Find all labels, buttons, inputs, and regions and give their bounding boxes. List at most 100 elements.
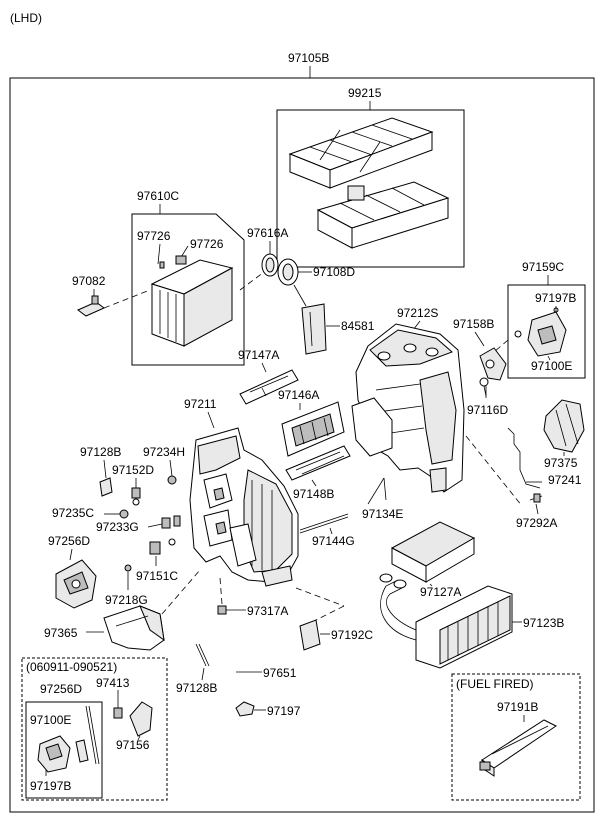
label-97151c: 97151C bbox=[136, 569, 178, 583]
actuator-inner-box bbox=[25, 701, 103, 799]
lever-97158b bbox=[479, 347, 507, 381]
label-97413: 97413 bbox=[96, 676, 130, 690]
actuator-97256d bbox=[55, 559, 97, 609]
door-97147a bbox=[239, 369, 299, 405]
clip-97234h bbox=[167, 475, 177, 485]
label-97365: 97365 bbox=[44, 626, 78, 640]
label-97256d-top: 97256D bbox=[48, 534, 90, 548]
label-97128b-bot: 97128B bbox=[176, 681, 217, 695]
label-97100e-bot: 97100E bbox=[30, 713, 71, 727]
label-97082: 97082 bbox=[72, 274, 106, 288]
label-97191b: 97191B bbox=[497, 700, 538, 714]
link-97192c bbox=[295, 587, 345, 607]
label-97197: 97197 bbox=[267, 704, 301, 718]
label-97146a: 97146A bbox=[278, 388, 319, 402]
label-97233g: 97233G bbox=[96, 520, 139, 534]
assembly-frame bbox=[9, 77, 595, 813]
label-97123b: 97123B bbox=[523, 616, 564, 630]
seal-ring-97108d bbox=[277, 258, 299, 286]
case-97212s bbox=[351, 323, 465, 493]
shaft-97144g bbox=[299, 513, 349, 534]
label-84581: 84581 bbox=[341, 319, 375, 333]
link-97317a bbox=[219, 577, 223, 605]
seal-97127a bbox=[390, 521, 476, 583]
label-97116d: 97116D bbox=[467, 403, 508, 417]
heater-core-97123b bbox=[379, 573, 513, 669]
label-97375: 97375 bbox=[544, 456, 578, 470]
label-97100e-top: 97100E bbox=[531, 359, 572, 373]
door-97148b bbox=[285, 445, 351, 481]
label-97235c: 97235C bbox=[52, 506, 94, 520]
link-97082 bbox=[103, 289, 151, 309]
label-97159c: 97159C bbox=[522, 260, 564, 274]
label-97127a: 97127A bbox=[420, 585, 461, 599]
seal-ring-97616a bbox=[261, 253, 279, 277]
link-97116d bbox=[479, 377, 489, 397]
actuator-97100e bbox=[514, 307, 567, 357]
air-filter-lower bbox=[316, 181, 450, 249]
label-97212s: 97212S bbox=[397, 306, 438, 320]
cable-97241 bbox=[507, 427, 542, 489]
screw-97235c bbox=[119, 509, 129, 519]
clip-97292a bbox=[529, 493, 543, 503]
label-97211: 97211 bbox=[184, 397, 217, 411]
label-97152d: 97152D bbox=[112, 463, 154, 477]
case-97211 bbox=[189, 427, 299, 587]
clip-97152d bbox=[131, 487, 141, 506]
label-97610c: 97610C bbox=[137, 189, 179, 203]
label-97256d-bot: 97256D bbox=[40, 682, 82, 696]
air-filter-upper bbox=[288, 117, 434, 189]
link-97151c bbox=[149, 538, 176, 555]
evaporator-box bbox=[131, 213, 245, 366]
clip-97233g bbox=[161, 515, 181, 529]
heater-97191b bbox=[479, 719, 557, 777]
label-97144g: 97144G bbox=[312, 534, 355, 548]
label-97726b: 97726 bbox=[190, 237, 224, 251]
label-97197b-top: 97197B bbox=[535, 291, 576, 305]
screw-97218g bbox=[124, 564, 132, 572]
actuator-97100e-bot bbox=[37, 705, 100, 773]
door-97146a bbox=[281, 401, 345, 457]
label-97218g: 97218G bbox=[105, 593, 148, 607]
grommet-97197 bbox=[235, 701, 255, 717]
link-97192c-b bbox=[315, 605, 345, 621]
label-97292a: 97292A bbox=[516, 516, 557, 530]
label-97317a: 97317A bbox=[247, 604, 288, 618]
label-97234h: 97234H bbox=[143, 445, 185, 459]
link-actuator bbox=[493, 339, 509, 353]
bracket-97192c bbox=[299, 619, 321, 651]
link-rings bbox=[239, 271, 265, 291]
label-fuel-fired: (FUEL FIRED) bbox=[456, 677, 534, 691]
label-97616a: 97616A bbox=[247, 226, 288, 240]
label-97158b: 97158B bbox=[453, 317, 494, 331]
evaporator-core bbox=[150, 255, 234, 347]
label-97726a: 97726 bbox=[137, 229, 171, 243]
label-97148b: 97148B bbox=[293, 487, 334, 501]
clip-97317a bbox=[217, 605, 227, 615]
hose-97651 bbox=[216, 617, 240, 695]
rod-97134e bbox=[367, 477, 387, 505]
label-97241: 97241 bbox=[548, 473, 582, 487]
duct-97365 bbox=[103, 605, 165, 651]
gasket-84581 bbox=[301, 303, 327, 355]
label-97108d: 97108D bbox=[313, 265, 355, 279]
filter-box bbox=[276, 109, 465, 268]
label-97147a: 97147A bbox=[238, 348, 279, 362]
duct-97375 bbox=[543, 399, 585, 453]
assembly-label: 97105B bbox=[288, 51, 329, 65]
lever-97156 bbox=[129, 701, 153, 737]
label-97156: 97156 bbox=[116, 738, 150, 752]
label-99215: 99215 bbox=[348, 86, 382, 100]
lhd-label: (LHD) bbox=[10, 11, 42, 25]
label-97128b-top: 97128B bbox=[80, 445, 121, 459]
fuel-fired-box bbox=[451, 673, 581, 801]
label-97651: 97651 bbox=[263, 666, 297, 680]
link-97241 bbox=[465, 435, 523, 507]
dated-variant-box bbox=[21, 657, 168, 801]
label-97197b-bot: 97197B bbox=[30, 779, 71, 793]
actuator-box bbox=[507, 284, 586, 379]
label-97192c: 97192C bbox=[331, 628, 373, 642]
clip-97413 bbox=[113, 707, 123, 719]
label-dated-variant: (060911-090521) bbox=[26, 660, 117, 674]
